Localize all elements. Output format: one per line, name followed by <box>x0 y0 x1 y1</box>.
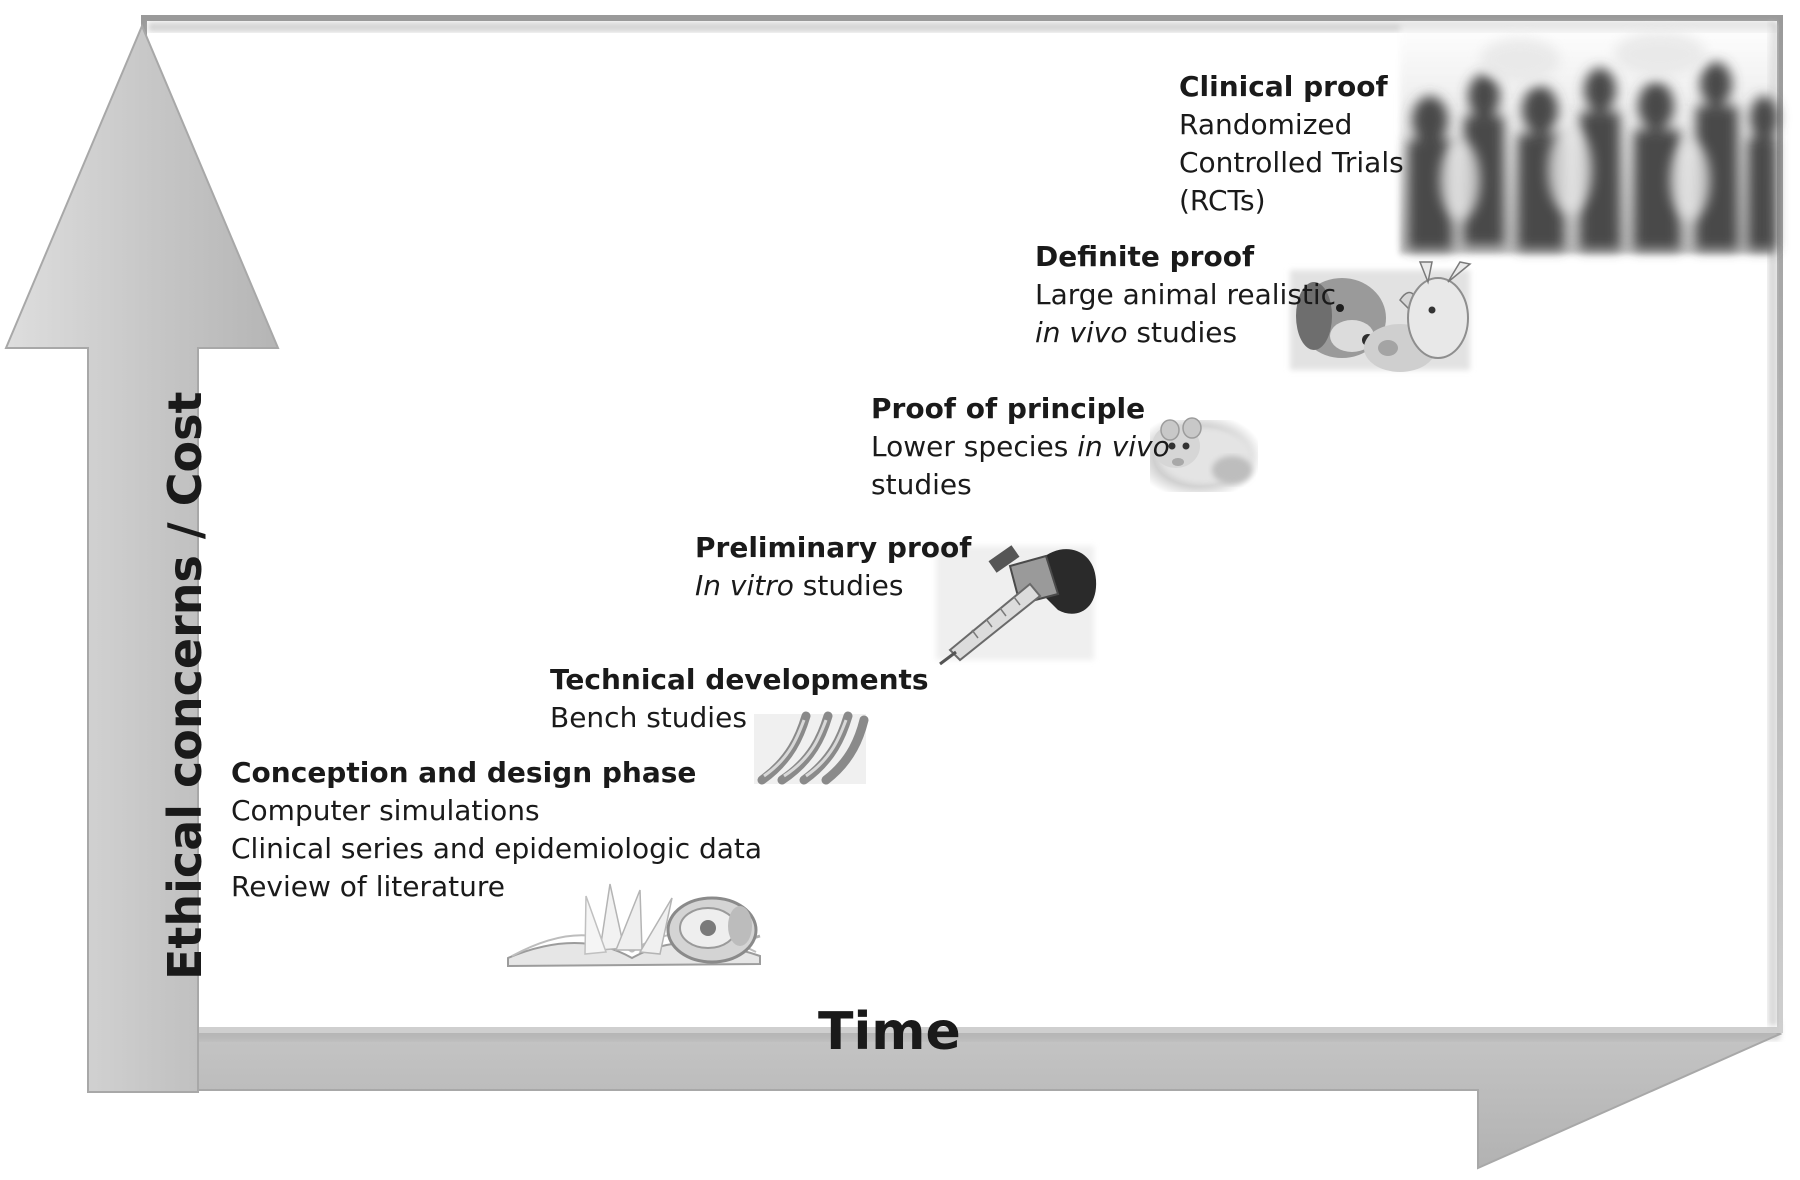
stage-detail-line: Bench studies <box>550 699 929 737</box>
text-segment: studies <box>871 468 972 501</box>
crowd-photo <box>1400 24 1778 254</box>
text-segment: Randomized <box>1179 108 1353 141</box>
spring-coil-photo <box>754 711 869 785</box>
stage-detail-line: Computer simulations <box>231 792 762 830</box>
text-segment: Review of literature <box>231 870 505 903</box>
stage-detail-line: Randomized <box>1179 106 1404 144</box>
syringe-and-glove-photo <box>936 545 1097 666</box>
text-segment: (RCTs) <box>1179 184 1266 217</box>
text-segment: Computer simulations <box>231 794 540 827</box>
text-segment: Large animal realistic <box>1035 278 1337 311</box>
dog-pig-rabbit-photo <box>1290 261 1472 372</box>
stage-detail-line: Lower species in vivo <box>871 428 1170 466</box>
rat-photo <box>1150 417 1258 492</box>
stage-detail-line: Controlled Trials <box>1179 144 1404 182</box>
stage-detail-line: Clinical series and epidemiologic data <box>231 830 762 868</box>
italic-term: in vivo <box>1077 430 1170 463</box>
stage-detail-line: (RCTs) <box>1179 182 1404 220</box>
stage-detail-line: Review of literature <box>231 868 762 906</box>
text-segment: Controlled Trials <box>1179 146 1404 179</box>
stage-title: Technical developments <box>550 663 929 696</box>
y-axis-label: Ethical concerns / Cost <box>158 391 212 980</box>
stage-detail-line: studies <box>871 466 1170 504</box>
text-segment: Clinical series and epidemiologic data <box>231 832 763 865</box>
book-and-mouse-photo <box>507 883 761 968</box>
text-segment: studies <box>1127 316 1238 349</box>
stage-title: Definite proof <box>1035 240 1255 273</box>
stage-title: Conception and design phase <box>231 756 697 789</box>
italic-term: in vivo <box>1035 316 1128 349</box>
x-axis-label: Time <box>818 1002 961 1062</box>
stage-title: Proof of principle <box>871 392 1146 425</box>
stage-title: Clinical proof <box>1179 70 1388 103</box>
cost-axis-arrow <box>4 23 280 1093</box>
text-segment: Lower species <box>871 430 1078 463</box>
text-segment: studies <box>793 569 904 602</box>
italic-term: In vitro <box>695 569 794 602</box>
stage-detail-line: In vitro studies <box>695 567 971 605</box>
text-segment: Bench studies <box>550 701 747 734</box>
stage-detail-line: Large animal realistic <box>1035 276 1336 314</box>
stage-detail-line: in vivo studies <box>1035 314 1336 352</box>
stage-title: Preliminary proof <box>695 531 972 564</box>
